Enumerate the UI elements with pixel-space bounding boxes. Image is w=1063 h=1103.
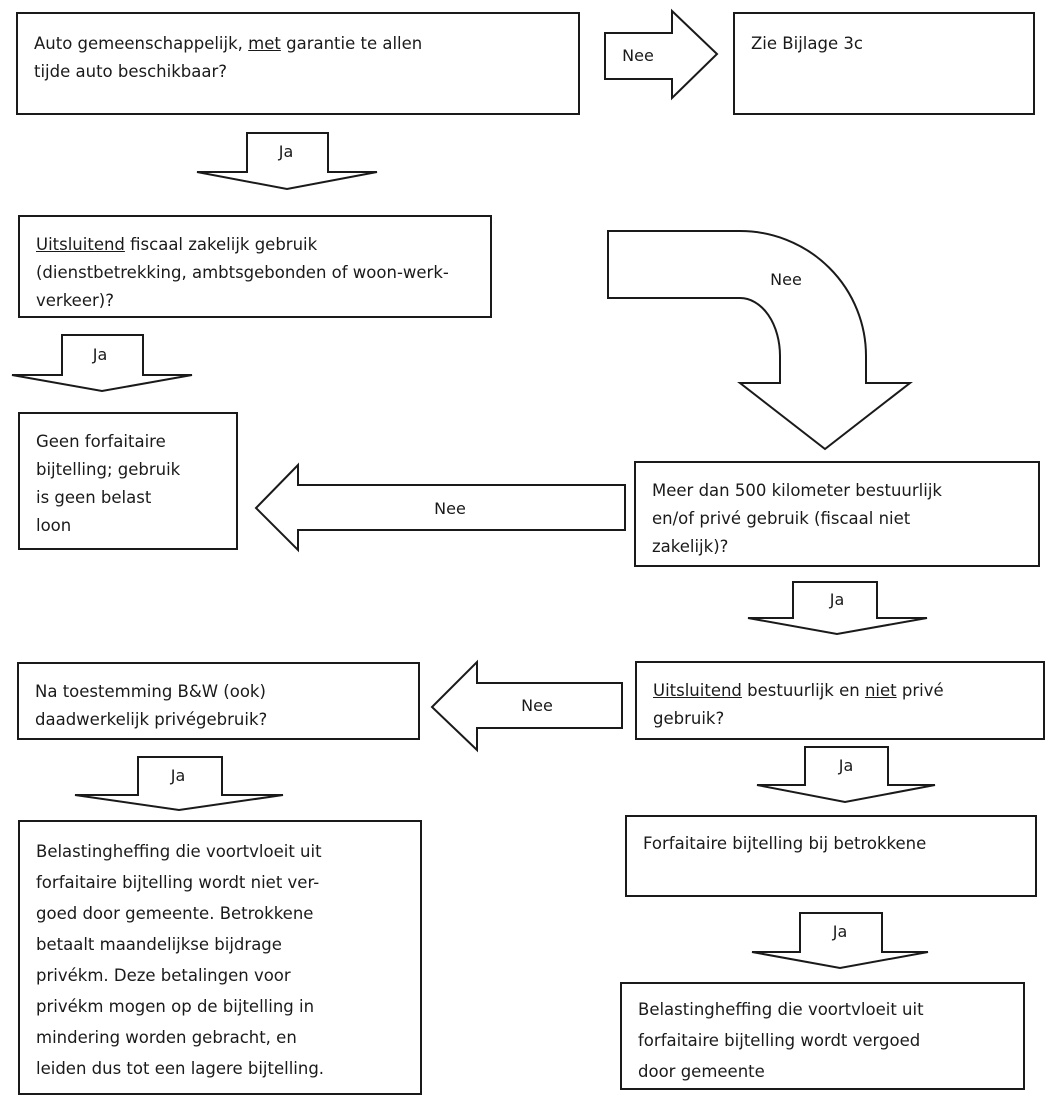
node-text-segment: Auto gemeenschappelijk,: [34, 34, 249, 53]
node-text-segment: Na toestemming B&W (ook) daadwerkelijk p…: [35, 682, 268, 729]
connector-label-ja: Ja: [829, 590, 845, 609]
connector-label-ja: Ja: [278, 142, 294, 161]
node-text-underlined: Uitsluitend: [653, 681, 742, 700]
node-result-zie-bijlage-3c: Zie Bijlage 3c: [733, 12, 1035, 115]
arrow-ja-q3-to-q4-icon: [747, 581, 928, 636]
arrow-ja-q1-to-q2-icon: [196, 132, 378, 191]
arrow-nee-q1-to-bijlage-icon: [604, 8, 719, 101]
node-question-uitsluitend-bestuurlijk: Uitsluitend bestuurlijk en niet privé ge…: [635, 661, 1045, 740]
connector-label-nee: Nee: [622, 46, 654, 65]
node-text-underlined: niet: [864, 681, 897, 700]
node-result-forfaitaire-bijtelling-betrokkene: Forfaitaire bijtelling bij betrokkene: [625, 815, 1037, 897]
node-text-segment: fiscaal zakelijk gebruik (dienstbetrekki…: [36, 235, 449, 310]
arrow-nee-q4-to-q5-icon: [430, 659, 623, 753]
node-text-segment: garantie te allen tijde auto beschikbaar…: [34, 34, 423, 81]
arrow-nee-q3-to-r1-icon: [254, 462, 626, 553]
node-text-segment: privé gebruik?: [653, 681, 944, 728]
node-question-na-toestemming-bw: Na toestemming B&W (ook) daadwerkelijk p…: [17, 662, 420, 740]
node-text-segment: Belastingheffing die voortvloeit uit for…: [36, 842, 325, 1078]
node-text-segment: Meer dan 500 kilometer bestuurlijk en/of…: [652, 481, 942, 556]
node-question-meer-dan-500-kilometer: Meer dan 500 kilometer bestuurlijk en/of…: [634, 461, 1040, 567]
node-text-segment: Zie Bijlage 3c: [751, 34, 863, 53]
node-result-bijtelling-niet-vergoed: Belastingheffing die voortvloeit uit for…: [18, 820, 422, 1095]
node-question-auto-gemeenschappelijk: Auto gemeenschappelijk, met garantie te …: [16, 12, 580, 115]
connector-label-nee: Nee: [521, 696, 553, 715]
arrow-nee-q2-to-q3-icon: [607, 230, 913, 451]
arrow-ja-q5-to-r4-icon: [74, 756, 284, 812]
connector-label-nee: Nee: [770, 270, 802, 289]
node-text-underlined: met: [248, 34, 281, 53]
node-text-segment: bestuurlijk en: [741, 681, 865, 700]
connector-label-ja: Ja: [838, 756, 854, 775]
node-text-segment: Geen forfaitaire bijtelling; gebruik is …: [36, 432, 181, 535]
node-question-uitsluitend-fiscaal-zakelijk: Uitsluitend fiscaal zakelijk gebruik (di…: [18, 215, 492, 318]
node-result-bijtelling-vergoed: Belastingheffing die voortvloeit uit for…: [620, 982, 1025, 1090]
node-text-segment: Forfaitaire bijtelling bij betrokkene: [643, 834, 927, 853]
arrow-ja-q4-to-r2-icon: [756, 746, 936, 804]
arrow-ja-q2-to-r1-icon: [11, 334, 193, 393]
connector-label-ja: Ja: [92, 345, 108, 364]
node-text-underlined: Uitsluitend: [36, 235, 125, 254]
connector-label-ja: Ja: [170, 766, 186, 785]
arrow-ja-r2-to-r3-icon: [751, 912, 929, 970]
connector-label-ja: Ja: [832, 922, 848, 941]
node-text-segment: Belastingheffing die voortvloeit uit for…: [638, 1000, 924, 1081]
node-result-geen-forfaitaire-bijtelling: Geen forfaitaire bijtelling; gebruik is …: [18, 412, 238, 550]
connector-label-nee: Nee: [434, 499, 466, 518]
